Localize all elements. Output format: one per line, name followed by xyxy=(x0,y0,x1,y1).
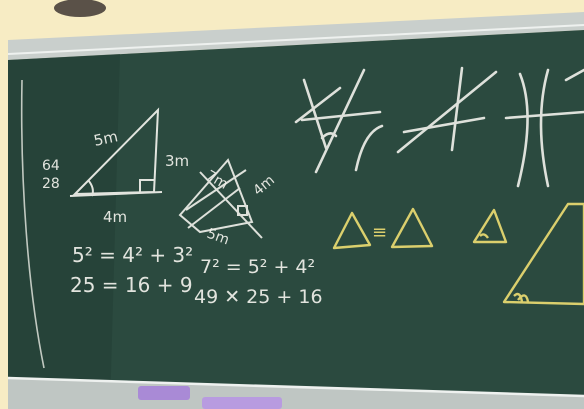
tray-lip xyxy=(7,376,584,398)
left-triangle-diagram xyxy=(69,107,163,197)
eraser xyxy=(138,386,190,400)
left-angle-bottom: 28 xyxy=(42,176,60,192)
yellow-triangle-big xyxy=(502,202,584,306)
yellow-triangle-1 xyxy=(332,211,372,250)
congruence-symbol: ≡ xyxy=(372,222,387,243)
yellow-triangle-big-angle xyxy=(513,292,524,303)
board-top-frame xyxy=(8,12,584,60)
left-base-line xyxy=(69,191,163,197)
equation-2-line-2: 49 ✕ 25 + 16 xyxy=(194,286,323,308)
yellow-triangles xyxy=(332,202,584,306)
equation-1-line-1: 5² = 4² + 3² xyxy=(72,243,193,267)
left-hyp-label: 5m xyxy=(92,127,119,150)
left-chalk-line xyxy=(20,79,45,369)
left-triangle xyxy=(72,107,160,196)
center-diagonal-3 xyxy=(187,187,241,229)
center-quad xyxy=(178,158,254,234)
yellow-triangle-2 xyxy=(390,207,434,249)
equation-2-line-1: 7² = 5² + 4² xyxy=(200,256,315,278)
left-angle-top: 64 xyxy=(42,158,60,174)
chalk-purple xyxy=(202,397,282,409)
left-right-angle xyxy=(139,179,154,192)
equation-1-line-2: 25 = 16 + 9 xyxy=(70,273,193,297)
left-base-label: 4m xyxy=(103,208,127,226)
chalk-tray xyxy=(8,378,584,409)
center-diagonal-2 xyxy=(199,171,263,239)
board-shade xyxy=(8,54,120,409)
center-diagram xyxy=(178,158,263,239)
top-object xyxy=(54,0,106,17)
yellow-triangle-3 xyxy=(472,208,508,244)
yellow-triangle-3-angle xyxy=(479,233,489,239)
left-height-label: 3m xyxy=(165,152,189,170)
center-right-angle xyxy=(237,205,248,216)
crossing-lines xyxy=(294,66,584,188)
center-label-bottom: 5m xyxy=(205,226,232,249)
board-top-rail-line xyxy=(7,24,584,55)
